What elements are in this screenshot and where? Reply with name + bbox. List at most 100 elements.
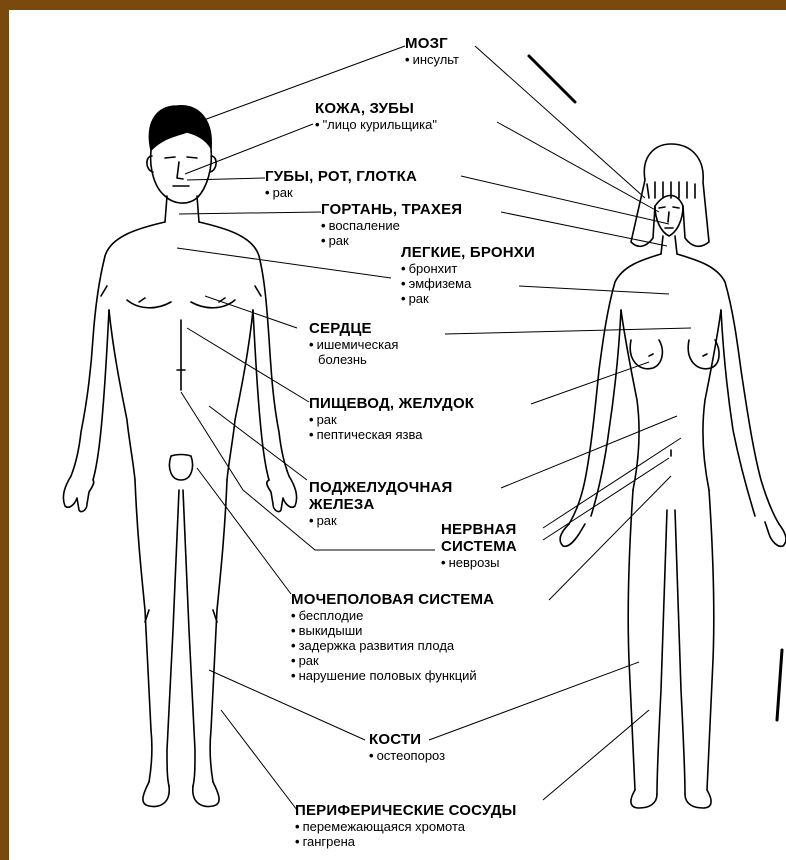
label-larynx: ГОРТАНЬ, ТРАХЕЯ воспаление рак	[321, 201, 462, 248]
female-features	[659, 207, 679, 228]
female-left-hand	[560, 524, 585, 546]
diagram-canvas: МОЗГ инсульт КОЖА, ЗУБЫ "лицо курильщика…	[9, 10, 786, 860]
brain-item: инсульт	[405, 52, 459, 67]
lungs-item-1: бронхит	[401, 261, 535, 276]
leader-lungs-male	[177, 248, 391, 278]
male-eyebrows	[165, 157, 197, 158]
pancreas-title-1: ПОДЖЕЛУДОЧНАЯ	[309, 479, 453, 496]
female-breast-left	[630, 340, 662, 369]
female-face	[655, 206, 683, 236]
male-right-leg-inner	[183, 490, 195, 786]
larynx-item-1: воспаление	[321, 218, 462, 233]
label-urogenital: МОЧЕПОЛОВАЯ СИСТЕМА бесплодие выкидыши з…	[291, 591, 494, 683]
esoph-title: ПИЩЕВОД, ЖЕЛУДОК	[309, 395, 474, 412]
male-figure	[63, 106, 296, 807]
pancreas-item: рак	[309, 513, 453, 528]
scan-mark-right	[777, 650, 782, 720]
uro-item-2: выкидыши	[291, 623, 494, 638]
female-torso-left	[621, 310, 639, 490]
male-right-foot	[193, 782, 219, 806]
leader-esoph-female	[531, 362, 649, 404]
lungs-title: ЛЕГКИЕ, БРОНХИ	[401, 244, 535, 261]
male-hair	[149, 106, 211, 150]
female-left-leg-inner	[657, 510, 667, 794]
male-right-arm-inner	[253, 310, 269, 480]
label-bones: КОСТИ остеопороз	[369, 731, 445, 763]
male-abdomen	[177, 320, 185, 390]
leader-vessels-male	[221, 710, 297, 810]
female-hair	[631, 144, 709, 246]
female-right-arm-inner	[721, 310, 755, 516]
label-esophagus: ПИЩЕВОД, ЖЕЛУДОК рак пептическая язва	[309, 395, 474, 442]
uro-item-3: задержка развития плода	[291, 638, 494, 653]
female-left-leg-outer	[628, 490, 635, 790]
nerv-title-2: СИСТЕМА	[441, 538, 517, 555]
male-knees	[145, 610, 217, 622]
vessels-title: ПЕРИФЕРИЧЕСКИЕ СОСУДЫ	[295, 802, 517, 819]
female-nipples	[649, 354, 707, 356]
leader-skin-female	[497, 122, 659, 212]
label-nervous-system: НЕРВНАЯ СИСТЕМА неврозы	[441, 521, 517, 570]
label-skin: КОЖА, ЗУБЫ "лицо курильщика"	[315, 100, 437, 132]
leader-pancreas-female	[501, 416, 677, 488]
bones-item: остеопороз	[369, 748, 445, 763]
leader-esoph-male	[187, 328, 309, 402]
male-left-arm-outer	[71, 222, 165, 476]
heart-item-cont: болезнь	[309, 352, 398, 367]
pancreas-title-2: ЖЕЛЕЗА	[309, 496, 453, 513]
female-right-leg-inner	[675, 510, 685, 794]
label-pancreas: ПОДЖЕЛУДОЧНАЯ ЖЕЛЕЗА рак	[309, 479, 453, 528]
male-torso-left	[109, 310, 135, 480]
skin-title: КОЖА, ЗУБЫ	[315, 100, 437, 117]
larynx-title: ГОРТАНЬ, ТРАХЕЯ	[321, 201, 462, 218]
female-right-leg-outer	[707, 490, 714, 790]
leader-nerv-female	[543, 438, 681, 540]
female-right-hand	[765, 522, 786, 546]
male-left-foot	[143, 782, 169, 806]
leader-lungs-female	[519, 286, 669, 294]
heart-item: ишемическая	[309, 337, 398, 352]
lungs-item-2: эмфизема	[401, 276, 535, 291]
female-figure	[560, 144, 786, 808]
nerv-title-1: НЕРВНАЯ	[441, 521, 517, 538]
male-right-hand	[267, 476, 297, 512]
brain-title: МОЗГ	[405, 35, 459, 52]
female-left-arm-inner	[591, 310, 621, 516]
label-brain: МОЗГ инсульт	[405, 35, 459, 67]
lips-title: ГУБЫ, РОТ, ГЛОТКА	[265, 168, 417, 185]
leader-pancreas-male	[209, 406, 307, 480]
leader-heart-female	[445, 328, 691, 334]
leader-larynx-female	[501, 212, 667, 246]
male-left-leg-outer	[135, 480, 152, 782]
uro-title: МОЧЕПОЛОВАЯ СИСТЕМА	[291, 591, 494, 608]
label-lungs: ЛЕГКИЕ, БРОНХИ бронхит эмфизема рак	[401, 244, 535, 306]
skin-item: "лицо курильщика"	[315, 117, 437, 132]
male-armpits	[101, 286, 261, 296]
male-head	[151, 148, 212, 203]
esoph-item-2: пептическая язва	[309, 427, 474, 442]
female-torso-right	[703, 310, 721, 490]
leader-uro-male	[197, 468, 291, 594]
lips-item: рак	[265, 185, 417, 200]
female-right-foot	[685, 790, 711, 808]
scan-mark-top	[529, 56, 575, 102]
female-bangs	[647, 182, 695, 198]
lungs-item-3: рак	[401, 291, 535, 306]
leader-larynx-male	[179, 212, 321, 214]
uro-item-4: рак	[291, 653, 494, 668]
leader-brain-female	[475, 46, 645, 198]
male-right-leg-outer	[210, 480, 227, 782]
male-torso-right	[227, 310, 253, 480]
label-lips: ГУБЫ, РОТ, ГЛОТКА рак	[265, 168, 417, 200]
uro-item-5: нарушение половых функций	[291, 668, 494, 683]
male-groin	[169, 455, 192, 481]
uro-item-1: бесплодие	[291, 608, 494, 623]
male-left-hand	[63, 476, 93, 512]
label-heart: СЕРДЦЕ ишемическая болезнь	[309, 320, 398, 367]
nerv-item: неврозы	[441, 555, 517, 570]
female-left-foot	[631, 790, 657, 808]
male-left-leg-inner	[167, 490, 179, 786]
male-right-arm-outer	[199, 222, 289, 476]
heart-title: СЕРДЦЕ	[309, 320, 398, 337]
